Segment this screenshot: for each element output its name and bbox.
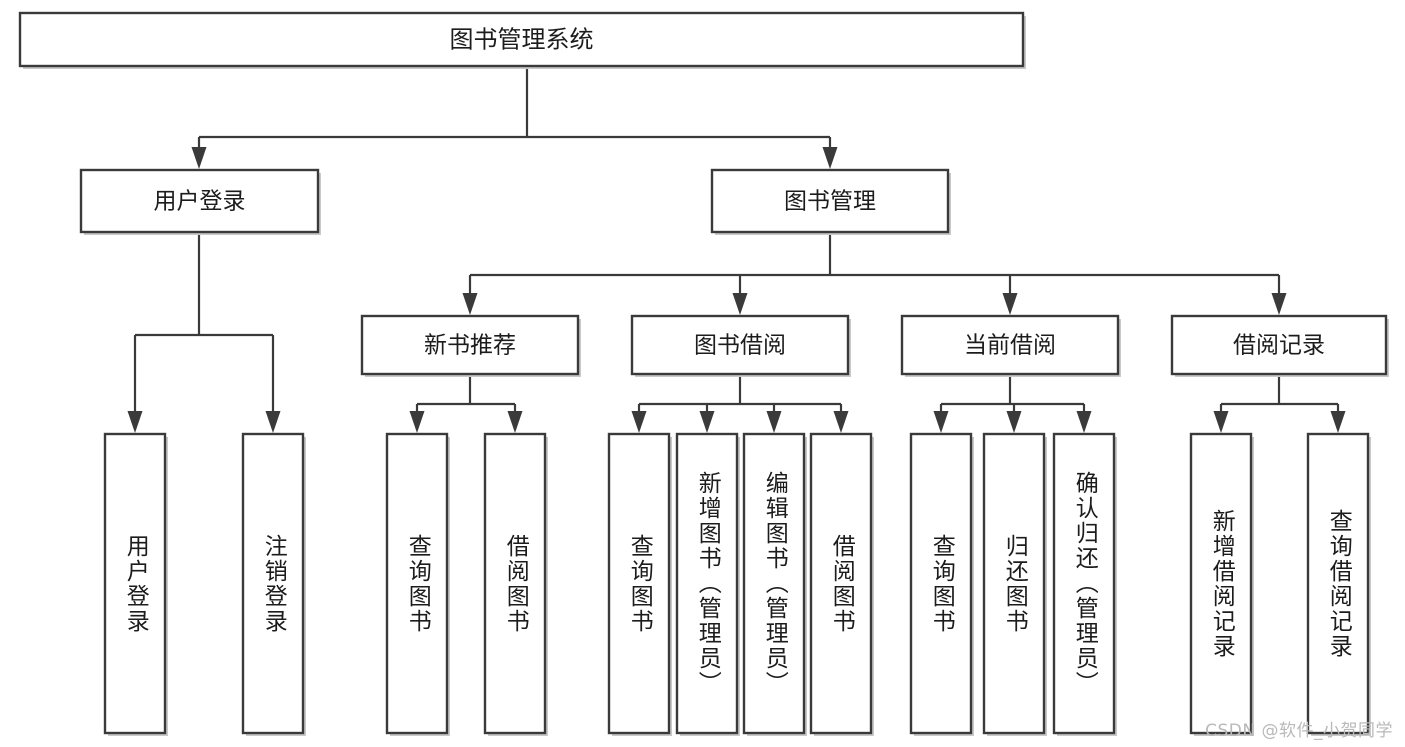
box-outline (103, 432, 167, 735)
node-leaf-leaf-edit-book[interactable] (742, 432, 807, 736)
node-leaf-leaf-borrow-book-rec[interactable] (483, 432, 548, 736)
box-outline (483, 432, 547, 735)
box-outline (1170, 314, 1388, 376)
arrow-head-icon (631, 411, 647, 433)
box-outline (900, 314, 1120, 376)
node-leaf-leaf-query-record[interactable] (1306, 432, 1371, 736)
box-outline (809, 432, 873, 735)
arrow-head-icon (1213, 411, 1229, 433)
arrow-head-icon (409, 411, 425, 433)
arrow-head-icon (933, 411, 949, 433)
node-leaf-leaf-query-book-rec[interactable] (385, 432, 450, 736)
arrow-head-icon (265, 411, 281, 433)
arrow-head-icon (822, 147, 838, 169)
box-outline (79, 168, 320, 234)
arrow-head-icon (462, 293, 478, 315)
node-root-root[interactable]: 图书管理系统 (18, 11, 1026, 69)
connector-userlogin-to-leaves (127, 232, 281, 433)
node-leaf-leaf-borrow-book[interactable] (809, 432, 874, 736)
node-level3-new-book-recommend[interactable]: 新书推荐 (360, 314, 581, 377)
node-level3-borrow-record[interactable]: 借阅记录 (1170, 314, 1389, 377)
connector-layer (127, 66, 1346, 433)
arrow-head-icon (766, 411, 782, 433)
watermark-text: CSDN @软件_小贺同学 (1205, 721, 1393, 741)
arrow-head-icon (833, 411, 849, 433)
arrow-head-icon (191, 147, 207, 169)
connector-bookborrow-to-leaves (631, 374, 849, 433)
node-leaf-leaf-query-book-borrow[interactable] (607, 432, 672, 736)
node-leaf-leaf-query-book-cur[interactable] (909, 432, 974, 736)
connector-borrowrecord-to-leaves (1213, 374, 1346, 433)
node-leaf-leaf-return-book[interactable] (982, 432, 1047, 736)
node-label: 用户登录 (154, 189, 246, 215)
arrow-head-icon (1271, 293, 1287, 315)
box-outline (385, 432, 449, 735)
node-leaf-leaf-confirm-return[interactable] (1052, 432, 1117, 736)
box-outline (630, 314, 850, 376)
arrow-head-icon (699, 411, 715, 433)
node-leaf-leaf-user-login[interactable] (103, 432, 168, 736)
connector-bookmanage-to-level3 (462, 232, 1287, 315)
node-label: 图书借阅 (694, 333, 786, 359)
box-outline (1052, 432, 1116, 735)
node-level2-book-manage[interactable]: 图书管理 (710, 168, 951, 235)
box-outline (742, 432, 806, 735)
box-outline (675, 432, 739, 735)
box-outline (241, 432, 305, 735)
node-level2-user-login[interactable]: 用户登录 (79, 168, 321, 235)
node-leaf-leaf-logout[interactable] (241, 432, 306, 736)
arrow-head-icon (1002, 293, 1018, 315)
connector-newbook-to-leaves (409, 374, 523, 433)
node-leaf-leaf-add-record[interactable] (1189, 432, 1254, 736)
arrow-head-icon (732, 293, 748, 315)
box-outline (1189, 432, 1253, 735)
node-leaf-leaf-add-book[interactable] (675, 432, 740, 736)
arrow-head-icon (507, 411, 523, 433)
box-outline (18, 11, 1025, 68)
box-outline (909, 432, 973, 735)
node-label: 借阅记录 (1233, 333, 1325, 359)
node-label: 当前借阅 (964, 333, 1056, 359)
node-label: 图书管理 (784, 189, 876, 215)
box-outline (360, 314, 580, 376)
arrow-head-icon (127, 411, 143, 433)
box-outline (982, 432, 1046, 735)
arrow-head-icon (1076, 411, 1092, 433)
arrow-head-icon (1006, 411, 1022, 433)
box-outline (1306, 432, 1370, 735)
box-outline (607, 432, 671, 735)
arrow-head-icon (1330, 411, 1346, 433)
connector-root-to-level2 (191, 66, 838, 169)
node-level3-book-borrow[interactable]: 图书借阅 (630, 314, 851, 377)
node-level3-current-borrow[interactable]: 当前借阅 (900, 314, 1121, 377)
box-outline (710, 168, 950, 234)
node-label: 新书推荐 (424, 333, 516, 359)
node-label: 图书管理系统 (450, 26, 594, 54)
connector-currentborrow-to-leaves (933, 374, 1092, 433)
